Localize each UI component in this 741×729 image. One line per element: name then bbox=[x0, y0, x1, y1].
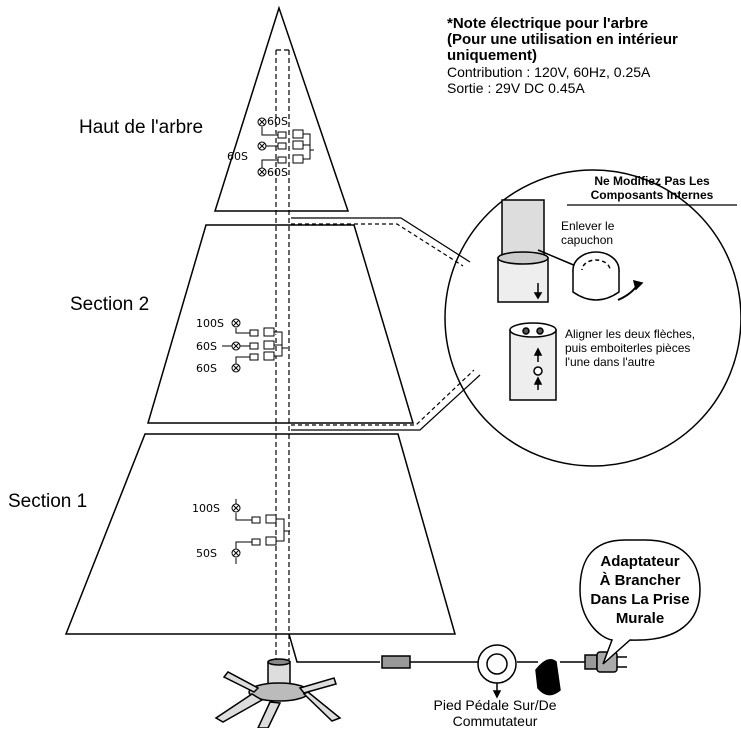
align-line: Aligner les deux flèches, bbox=[565, 327, 696, 341]
tube-illustration-upper bbox=[497, 199, 644, 303]
align-instruction: Aligner les deux flèches, puis emboiterl… bbox=[565, 327, 695, 369]
align-line: l'une dans l'autre bbox=[565, 355, 655, 369]
foot-pedal-line: Pied Pédale Sur/De bbox=[433, 697, 557, 713]
callout-connector bbox=[291, 217, 481, 431]
adapter-line: Dans La Prise bbox=[590, 591, 690, 608]
note-title-line: uniquement) bbox=[447, 47, 537, 64]
electrical-note: *Note électrique pour l'arbre (Pour une … bbox=[447, 15, 678, 97]
note-title-line: (Pour une utilisation en intérieur bbox=[447, 31, 678, 48]
remove-cap-line: Enlever le bbox=[561, 219, 615, 233]
foot-pedal-icon bbox=[477, 644, 517, 699]
tree-top-section bbox=[213, 5, 350, 212]
callout-header-line: Ne Modifiez Pas Les bbox=[594, 174, 710, 188]
bulb-count-label: 60S bbox=[196, 340, 217, 353]
adapter-label: Adaptateur À Brancher Dans La Prise Mura… bbox=[582, 552, 698, 628]
note-output: Sortie : 29V DC 0.45A bbox=[447, 80, 585, 96]
wiring-section-2 bbox=[222, 318, 288, 373]
foot-pedal-line: Commutateur bbox=[452, 713, 538, 729]
remove-cap-line: capuchon bbox=[561, 233, 614, 247]
bulb-count-label: 60S bbox=[267, 115, 288, 128]
wiring-section-1 bbox=[231, 499, 290, 564]
bulb-count-label: 50S bbox=[196, 547, 217, 560]
label-section-2: Section 2 bbox=[70, 294, 150, 315]
bulb-count-label: 100S bbox=[192, 502, 220, 515]
bulb-count-label: 60S bbox=[196, 362, 217, 375]
tree-section-1 bbox=[64, 433, 456, 635]
adapter-line: Adaptateur bbox=[600, 553, 680, 570]
bulb-count-label: 60S bbox=[267, 166, 288, 179]
tree-section-2 bbox=[146, 224, 415, 424]
adapter-speech-bubble bbox=[579, 539, 701, 665]
callout-header: Ne Modifiez Pas Les Composants Internes bbox=[569, 174, 735, 202]
bulb-count-label: 100S bbox=[196, 317, 224, 330]
power-cable bbox=[288, 633, 627, 696]
note-input: Contribution : 120V, 60Hz, 0.25A bbox=[447, 64, 651, 80]
bulb-count-label: 60S bbox=[227, 150, 248, 163]
adapter-line: À Brancher bbox=[599, 572, 681, 589]
note-title-line: *Note électrique pour l'arbre bbox=[447, 15, 649, 32]
remove-cap-instruction: Enlever le capuchon bbox=[561, 219, 614, 247]
align-line: puis emboiterles pièces bbox=[565, 341, 691, 355]
tree-stand bbox=[214, 658, 342, 728]
foot-pedal-label: Pied Pédale Sur/De Commutateur bbox=[410, 697, 580, 729]
callout-circle bbox=[444, 169, 741, 467]
wiring-top bbox=[257, 117, 314, 177]
callout-header-line: Composants Internes bbox=[590, 188, 714, 202]
label-top-section: Haut de l'arbre bbox=[79, 117, 204, 138]
adapter-line: Murale bbox=[615, 610, 665, 627]
tube-illustration-lower bbox=[509, 322, 557, 401]
label-section-1: Section 1 bbox=[8, 491, 88, 512]
